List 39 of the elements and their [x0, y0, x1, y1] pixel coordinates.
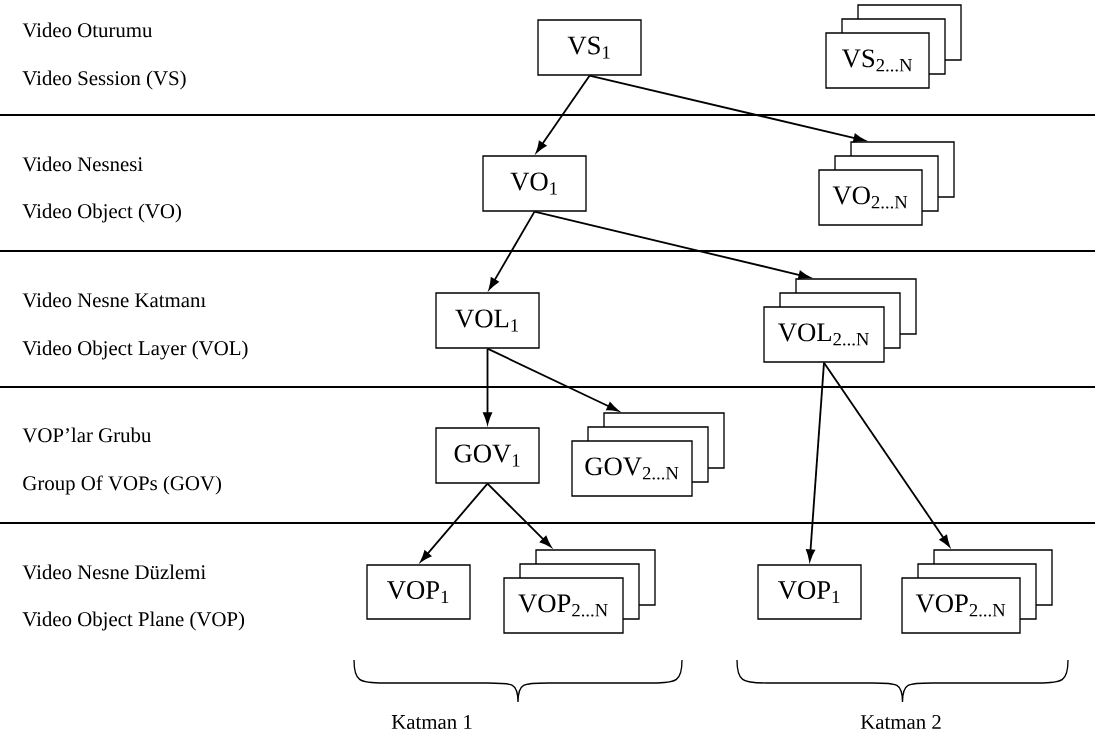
- stacked-box: VOP$_{2...N}$: [901, 549, 1053, 634]
- stacked-box: VOP$_{2...N}$: [503, 549, 656, 634]
- stacked-box: VS$_{2...N}$: [825, 4, 962, 89]
- box: VO$_{1}$: [482, 155, 587, 212]
- level-label: Video Nesne Düzlemi: [22, 564, 206, 580]
- level-label: Video Object Layer (VOL): [22, 340, 248, 360]
- box: VOP$_{1}$: [366, 564, 471, 620]
- arrow: [588, 74, 866, 143]
- node-label: 2...N: [833, 332, 869, 346]
- node-label: 2...N: [572, 603, 608, 617]
- box: VS$_{1}$: [537, 19, 642, 76]
- node-label: 2...N: [871, 195, 908, 209]
- level-label: Video Nesnesi: [22, 156, 143, 172]
- arrow: [823, 361, 950, 547]
- level-label: Video Object Plane (VOP): [22, 611, 245, 631]
- stacked-box: GOV$_{2...N}$: [571, 412, 725, 497]
- level-label: Video Oturumu: [22, 22, 153, 38]
- level-label: Video Nesne Katmanı: [22, 292, 206, 308]
- node-label: 2...N: [642, 466, 679, 480]
- box: VOP$_{1}$: [757, 564, 862, 620]
- arrow: [420, 482, 489, 563]
- box: GOV$_{1}$: [435, 427, 540, 484]
- group-label: Katman 1: [391, 715, 472, 729]
- stacked-box: VOL$_{2...N}$: [763, 278, 917, 363]
- arrow: [488, 210, 536, 290]
- level-label: VOP’lar Grubu: [22, 427, 151, 443]
- level-label: Group Of VOPs (GOV): [23, 475, 221, 495]
- box: VOL$_{1}$: [435, 292, 540, 349]
- group-label: Katman 2: [860, 715, 941, 729]
- arrow: [486, 347, 619, 412]
- arrow: [486, 482, 552, 548]
- node-label: 2...N: [969, 603, 1006, 617]
- node-label: 2...N: [876, 58, 913, 72]
- level-label: Video Session (VS): [22, 70, 186, 90]
- arrow: [806, 361, 825, 562]
- stacked-box: VO$_{2...N}$: [818, 141, 955, 226]
- level-label: Video Object (VO): [22, 203, 181, 223]
- arrow: [533, 210, 811, 280]
- arrow: [536, 74, 591, 153]
